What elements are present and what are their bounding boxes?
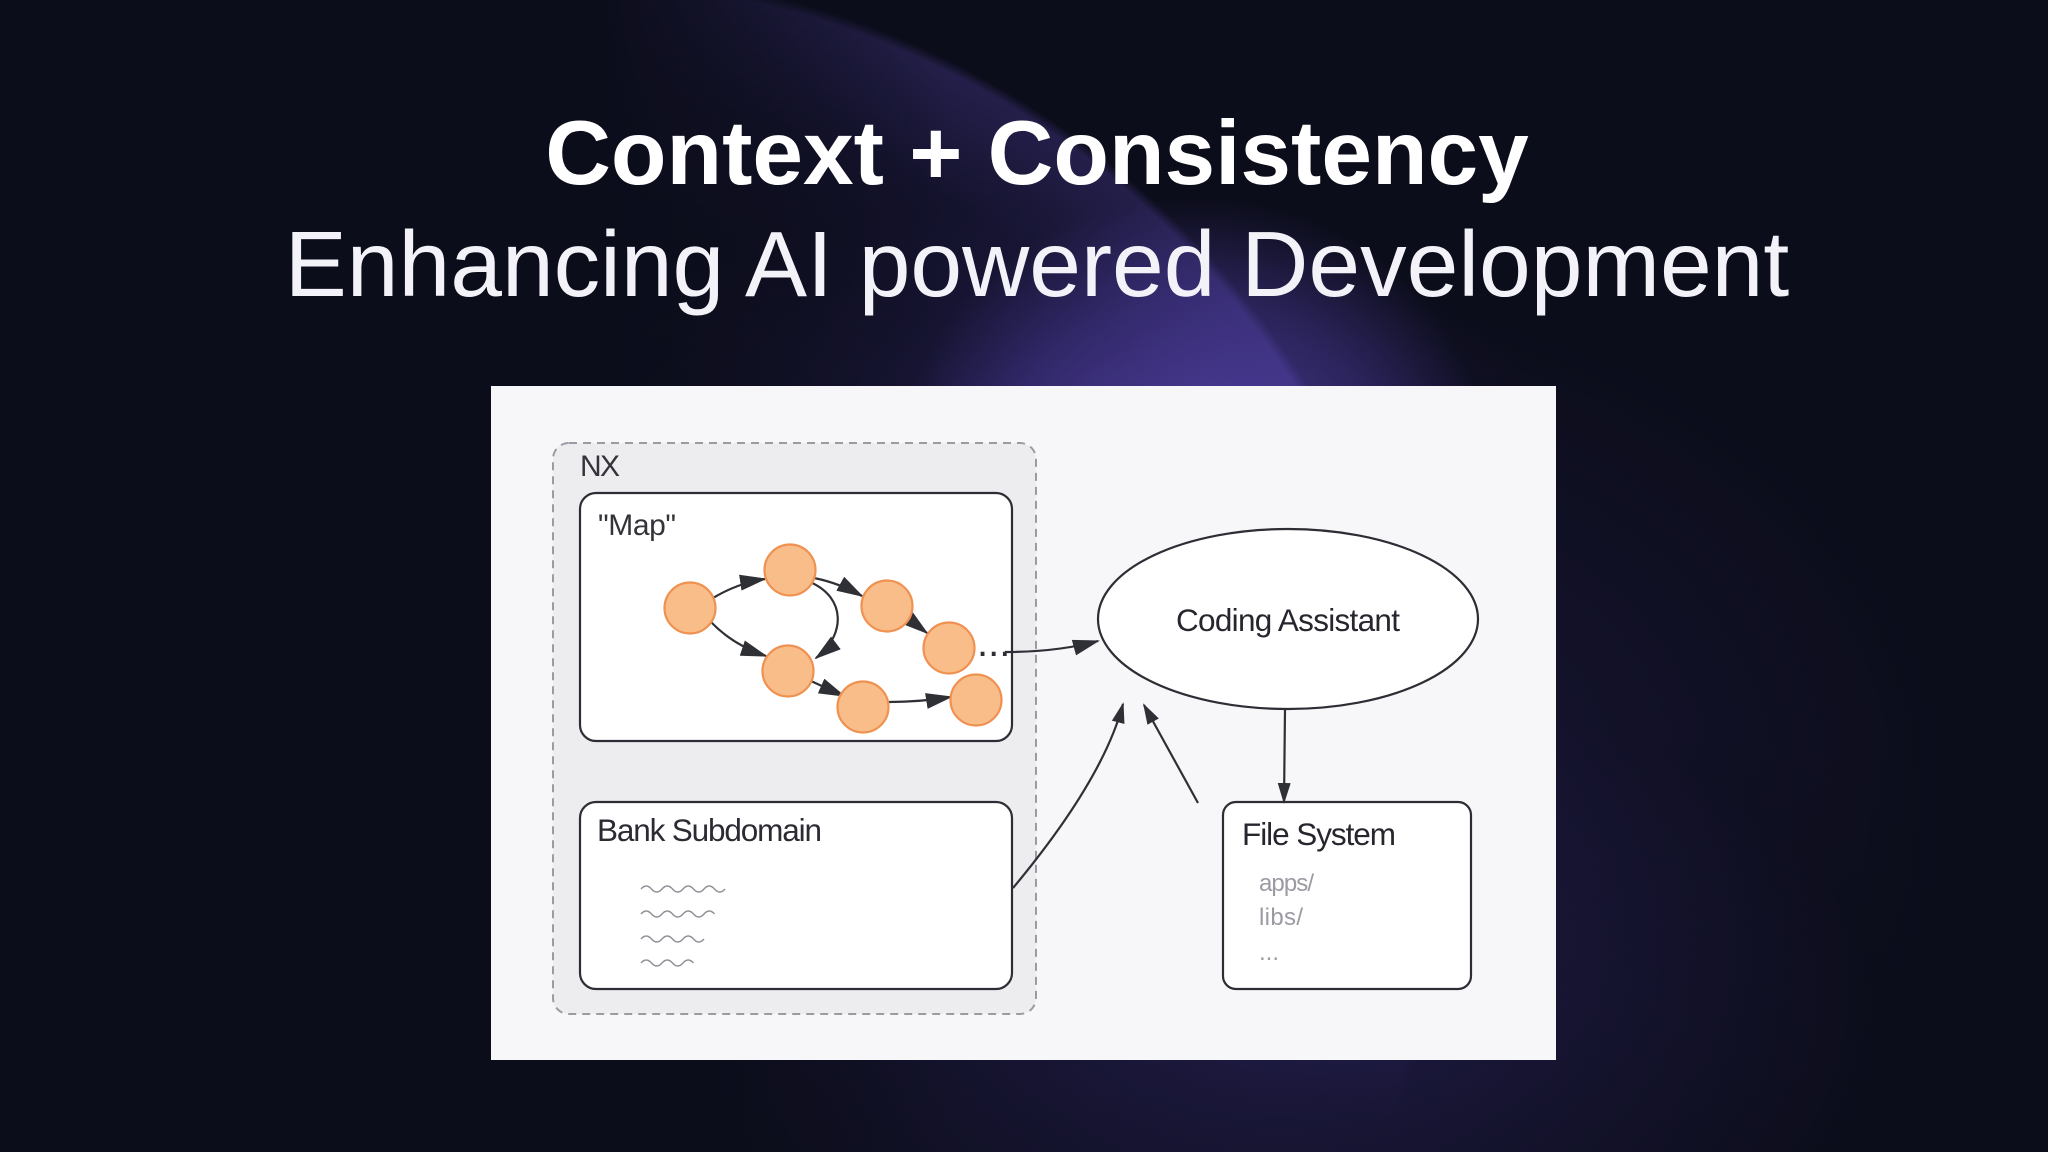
squiggle-line-4 — [640, 959, 695, 967]
slide-subtitle: Enhancing AI powered Development — [284, 212, 1790, 316]
graph-node-1 — [663, 581, 717, 635]
project-graph-edges — [710, 574, 953, 709]
diagram-panel: NX "Map" — [491, 386, 1556, 1060]
graph-node-7 — [949, 673, 1003, 727]
squiggle-line-1 — [640, 885, 726, 893]
bank-subdomain-label: Bank Subdomain — [597, 812, 822, 848]
graph-node-2 — [763, 543, 817, 597]
graph-node-4 — [922, 621, 976, 675]
arrow-bank-to-assistant — [1012, 702, 1125, 889]
graph-edge-2-3 — [813, 576, 864, 597]
graph-edge-6-7 — [887, 693, 953, 709]
file-system-item-libs: libs/ — [1259, 904, 1303, 931]
bank-subdomain-box — [578, 800, 1014, 991]
graph-edge-3-4 — [902, 611, 929, 635]
graph-node-6 — [836, 680, 890, 734]
file-system-label: File System — [1242, 816, 1396, 852]
map-box — [578, 491, 1014, 743]
file-system-item-more: ... — [1259, 939, 1279, 966]
graph-node-5 — [761, 644, 815, 698]
squiggle-line-2 — [640, 910, 716, 918]
graph-edge-2-5 — [809, 580, 841, 660]
arrow-map-to-assistant — [1004, 639, 1100, 656]
project-graph-nodes — [663, 543, 1003, 734]
flow-arrows — [1004, 639, 1291, 889]
graph-edge-1-5 — [710, 621, 768, 658]
architecture-diagram: NX "Map" — [552, 442, 1480, 1015]
bank-text-squiggles — [640, 885, 726, 967]
coding-assistant-ellipse — [1096, 527, 1480, 711]
graph-edge-1-2 — [712, 574, 767, 599]
map-label: "Map" — [598, 509, 676, 542]
map-ellipsis: ... — [977, 621, 1010, 665]
slide-title: Context + Consistency — [545, 103, 1529, 204]
graph-node-3 — [860, 579, 914, 633]
squiggle-line-3 — [640, 935, 705, 943]
coding-assistant-label: Coding Assistant — [1176, 602, 1400, 638]
file-system-item-apps: apps/ — [1259, 870, 1314, 897]
file-system-box — [1221, 800, 1473, 991]
nx-label: NX — [580, 450, 620, 483]
arrow-assistant-to-filesystem — [1277, 708, 1291, 804]
arrow-filesystem-to-assistant — [1143, 703, 1199, 804]
